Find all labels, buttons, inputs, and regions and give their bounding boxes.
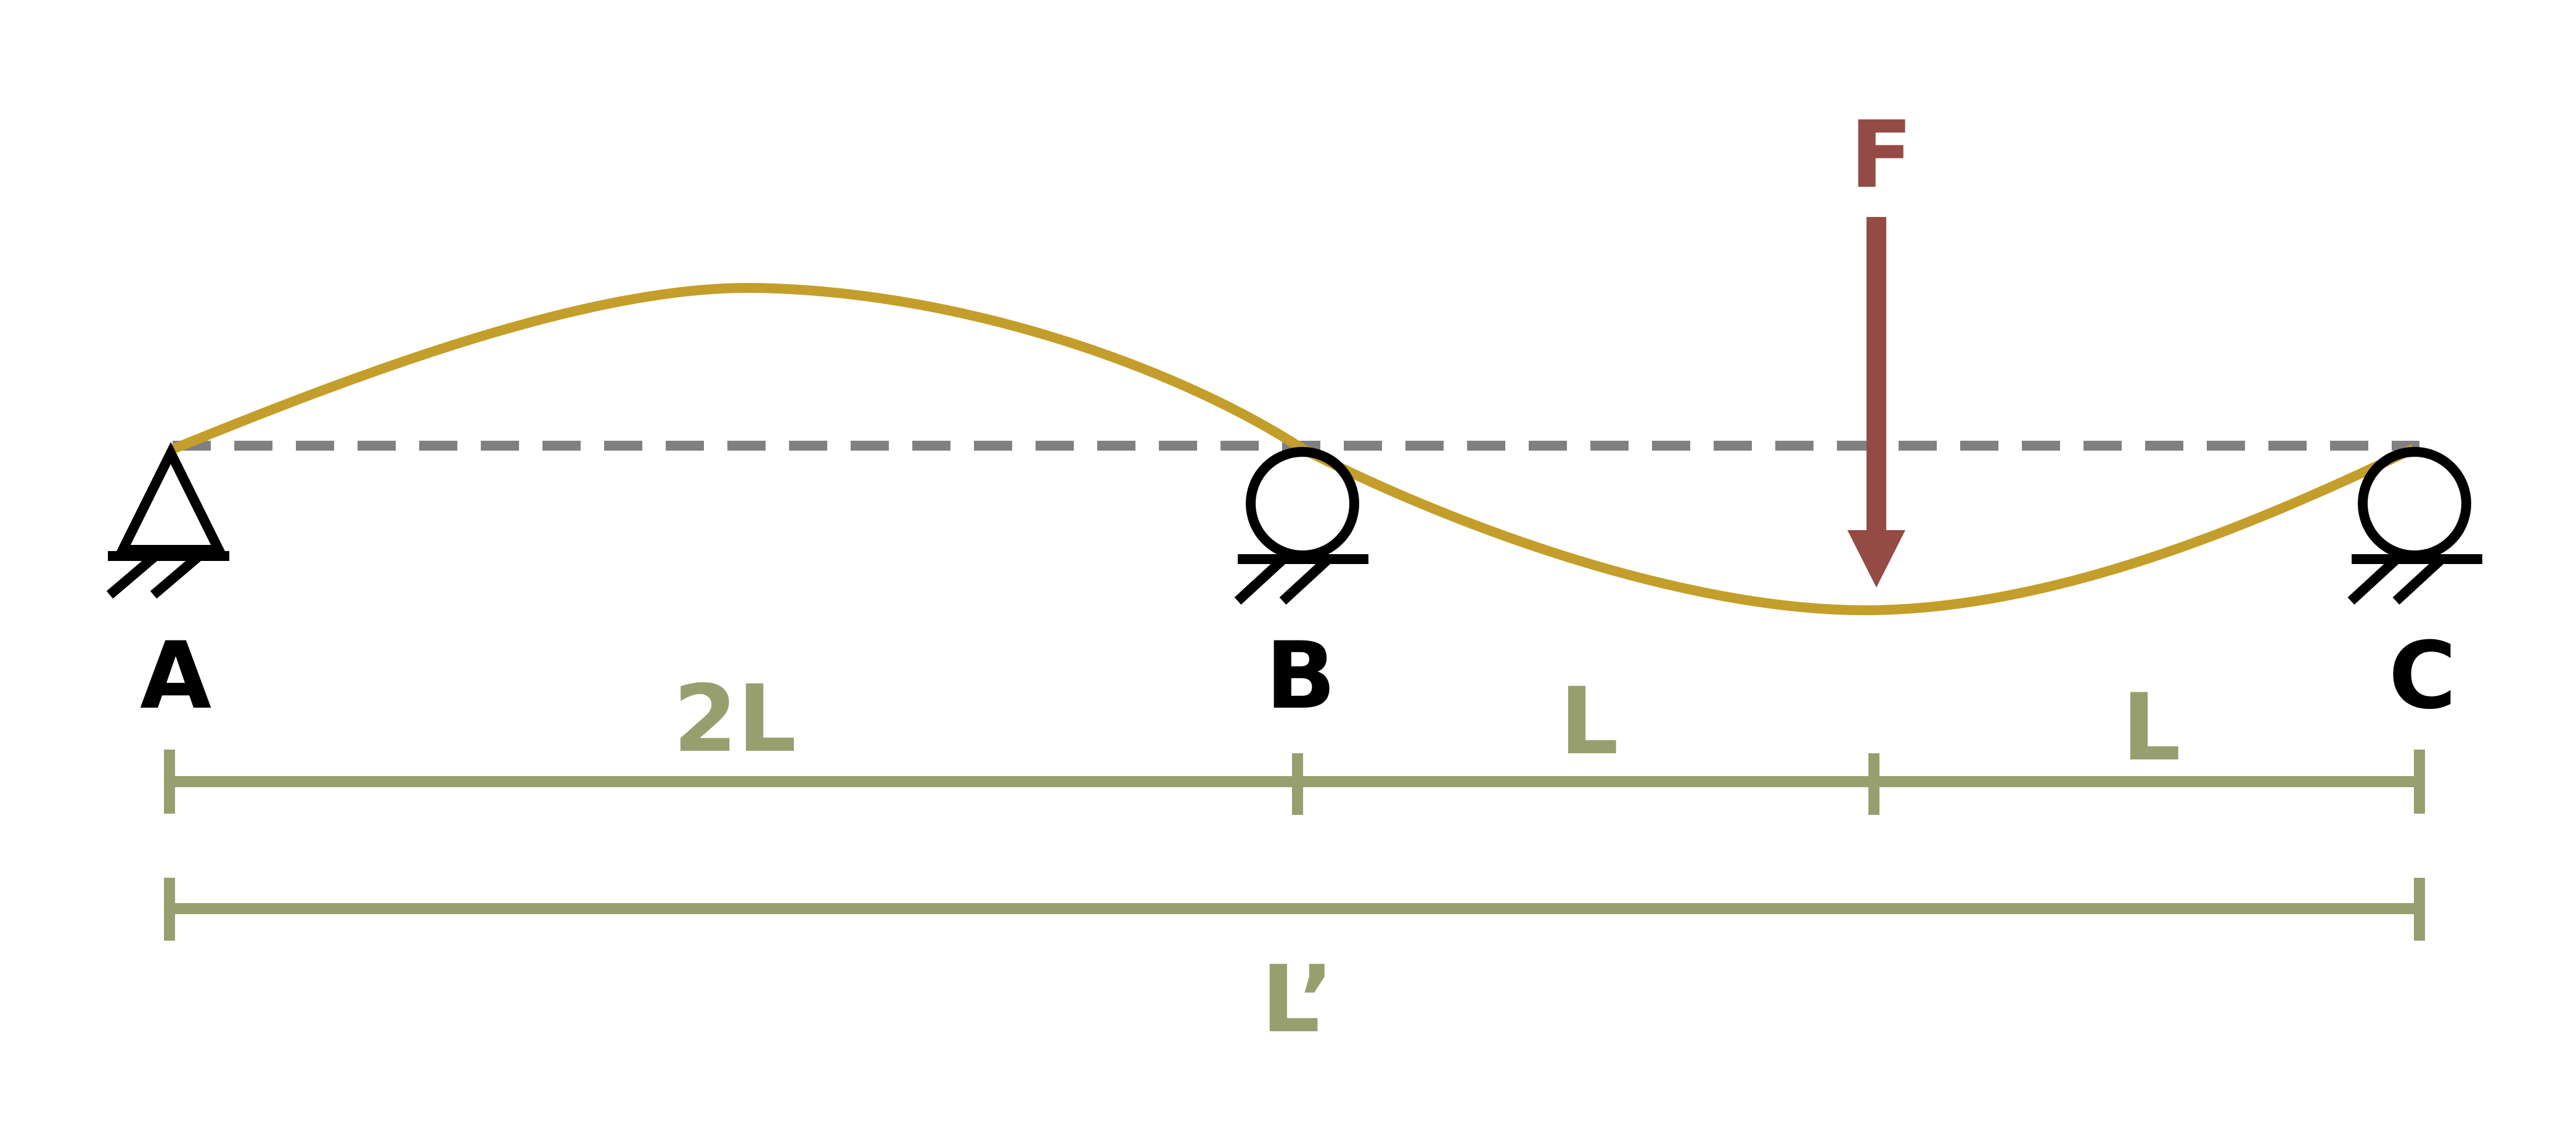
roller-wheel [2358,447,2471,560]
total-length-dimension-line [164,878,2425,941]
support-a-label: A [140,623,211,730]
span-load-c-label: L [2122,674,2181,782]
span-dimension-line [164,750,2425,815]
pin-triangle [115,442,227,555]
force-arrow [1847,217,1905,587]
force-arrow-shaft [1867,217,1886,534]
ground-hatch [1279,555,1332,605]
span-b-load-label: L [1560,668,1619,775]
support-b-label: B [1266,623,1336,730]
roller-support-c [2347,447,2482,605]
total-length-label: L’ [1261,946,1334,1053]
ground-hatch [2392,555,2445,605]
ground-hatch [1234,555,1287,605]
roller-wheel [1246,447,1359,560]
force-label: F [1850,102,1913,209]
span-ab-label: 2L [673,666,796,773]
force-arrow-head [1847,530,1905,587]
ground-hatch [150,552,203,599]
ground-hatch [2347,555,2400,605]
ground-hatch [106,552,159,599]
pin-support-a [106,442,229,599]
roller-support-b [1234,447,1368,605]
support-c-label: C [2389,623,2456,730]
